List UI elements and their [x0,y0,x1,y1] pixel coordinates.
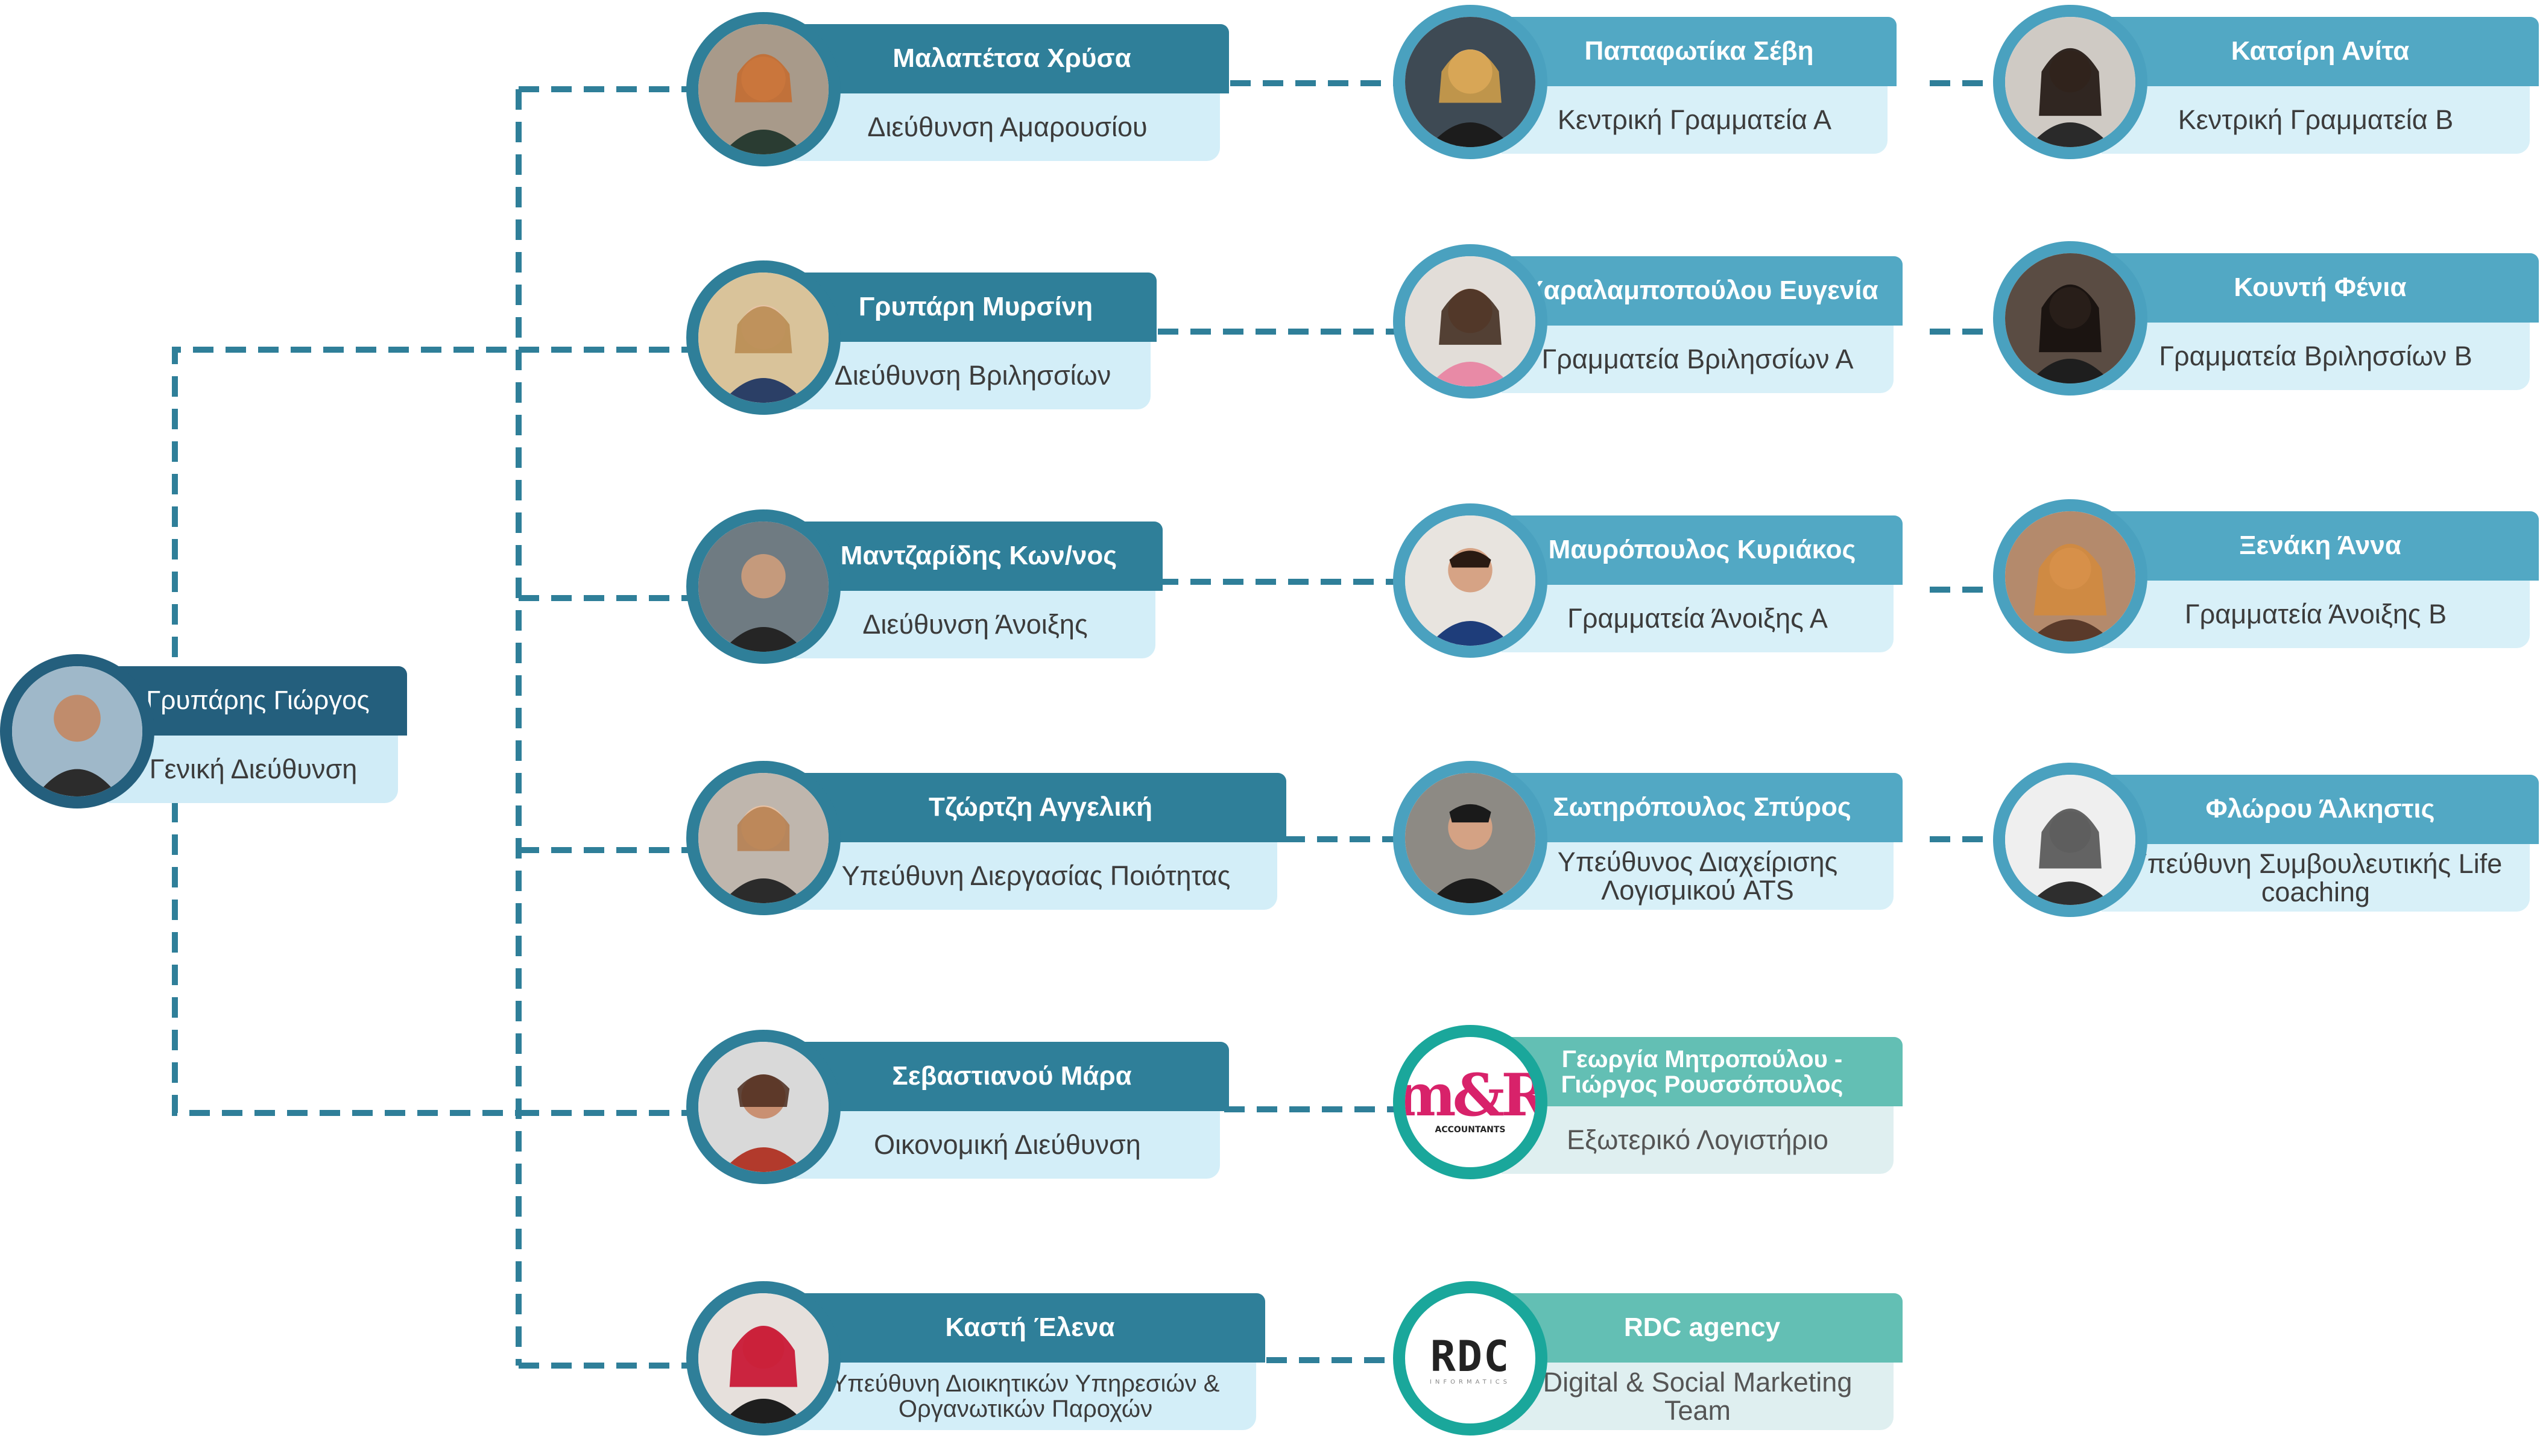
node-role: Κεντρική Γραμματεία Β [2102,86,2530,154]
avatar [1393,761,1547,915]
node-name: Μαλαπέτσα Χρύσα [795,24,1229,93]
avatar [686,12,841,166]
node-role: Υπεύθυνη Διοικητικών Υπηρεσιών & Οργανωτ… [795,1363,1256,1430]
avatar [686,260,841,415]
org-node-staff-a-4[interactable]: Σωτηρόπουλος Σπύρος Υπεύθυνος Διαχείριση… [1393,761,1996,918]
node-name: RDC agency [1502,1293,1903,1363]
org-node-manager-1[interactable]: Μαλαπέτσα Χρύσα Διεύθυνση Αμαρουσίου [686,12,1289,169]
org-node-staff-b-1[interactable]: Κατσίρη Ανίτα Κεντρική Γραμματεία Β [1993,5,2540,162]
org-node-staff-a-2[interactable]: Χαραλαμποπούλου Ευγενία Γραμματεία Βριλη… [1393,244,1996,401]
node-role: Υπεύθυνη Διεργασίας Ποιότητας [795,842,1277,910]
node-name: Γρυπάρη Μυρσίνη [795,273,1157,342]
node-role: Γραμματεία Άνοιξης Α [1502,585,1894,652]
org-node-staff-a-1[interactable]: Παπαφωτίκα Σέβη Κεντρική Γραμματεία Α [1393,5,1996,162]
avatar [686,1281,841,1436]
avatar [686,509,841,664]
node-name: Παπαφωτίκα Σέβη [1502,17,1897,86]
node-name: Κουντή Φένια [2102,253,2539,323]
avatar [1393,503,1547,658]
avatar [0,654,154,808]
avatar [1993,5,2147,159]
node-role: Οικονομική Διεύθυνση [795,1111,1220,1179]
avatar [1993,763,2147,917]
org-node-manager-5[interactable]: Σεβαστιανού Μάρα Οικονομική Διεύθυνση [686,1030,1289,1187]
avatar [1393,244,1547,399]
node-role: Γενική Διεύθυνση [109,736,398,803]
node-role: Εξωτερικό Λογιστήριο [1502,1106,1894,1174]
org-node-root[interactable]: Γρυπάρης Γιώργος Γενική Διεύθυνση [0,654,603,811]
node-role: Γραμματεία Άνοιξης Β [2102,581,2530,648]
org-node-manager-4[interactable]: Τζώρτζη Αγγελική Υπεύθυνη Διεργασίας Ποι… [686,761,1289,918]
avatar [1393,5,1547,159]
org-node-staff-b-4[interactable]: Φλώρου Άλκηστις Υπεύθυνη Συμβουλευτικής … [1993,763,2540,919]
org-node-staff-a-6[interactable]: RDC agency Digital & Social Marketing Te… [1393,1281,1996,1438]
node-role: Γραμματεία Βριλησσίων Α [1502,326,1894,393]
avatar [1993,241,2147,396]
avatar [686,1030,841,1184]
node-role: Διεύθυνση Βριλησσίων [795,342,1151,409]
node-name: Σεβαστιανού Μάρα [795,1042,1229,1111]
node-name: Μαυρόπουλος Κυριάκος [1502,515,1903,585]
node-name: Φλώρου Άλκηστις [2102,775,2539,844]
org-node-staff-b-2[interactable]: Κουντή Φένια Γραμματεία Βριλησσίων Β [1993,241,2540,398]
node-role: Διεύθυνση Άνοιξης [795,591,1155,658]
node-role: Κεντρική Γραμματεία Α [1502,86,1888,154]
node-name: Χαραλαμποπούλου Ευγενία [1502,256,1903,326]
avatar [686,761,841,915]
org-node-staff-a-3[interactable]: Μαυρόπουλος Κυριάκος Γραμματεία Άνοιξης … [1393,503,1996,660]
org-node-manager-2[interactable]: Γρυπάρη Μυρσίνη Διεύθυνση Βριλησσίων [686,260,1289,417]
node-role: Γραμματεία Βριλησσίων Β [2102,323,2530,390]
node-role: Υπεύθυνος Διαχείρισης Λογισμικού ATS [1502,842,1894,910]
org-node-manager-6[interactable]: Καστή Έλενα Υπεύθυνη Διοικητικών Υπηρεσι… [686,1281,1289,1438]
node-name: Γεωργία Μητροπούλου - Γιώργος Ρουσσόπουλ… [1502,1037,1903,1106]
avatar [1993,499,2147,654]
node-role: Υπεύθυνη Συμβουλευτικής Life coaching [2102,844,2530,912]
node-name: Τζώρτζη Αγγελική [795,773,1286,842]
node-name: Καστή Έλενα [795,1293,1265,1363]
node-name: Μαντζαρίδης Κων/νος [795,522,1163,591]
org-node-staff-a-5[interactable]: Γεωργία Μητροπούλου - Γιώργος Ρουσσόπουλ… [1393,1025,1996,1182]
node-name: Σωτηρόπουλος Σπύρος [1502,773,1903,842]
node-name: Γρυπάρης Γιώργος [109,666,407,736]
org-node-staff-b-3[interactable]: Ξενάκη Άννα Γραμματεία Άνοιξης Β [1993,499,2540,656]
node-name: Ξενάκη Άννα [2102,511,2539,581]
node-role: Διεύθυνση Αμαρουσίου [795,93,1220,161]
node-role: Digital & Social Marketing Team [1502,1363,1894,1430]
node-name: Κατσίρη Ανίτα [2102,17,2539,86]
org-node-manager-3[interactable]: Μαντζαρίδης Κων/νος Διεύθυνση Άνοιξης [686,509,1289,666]
